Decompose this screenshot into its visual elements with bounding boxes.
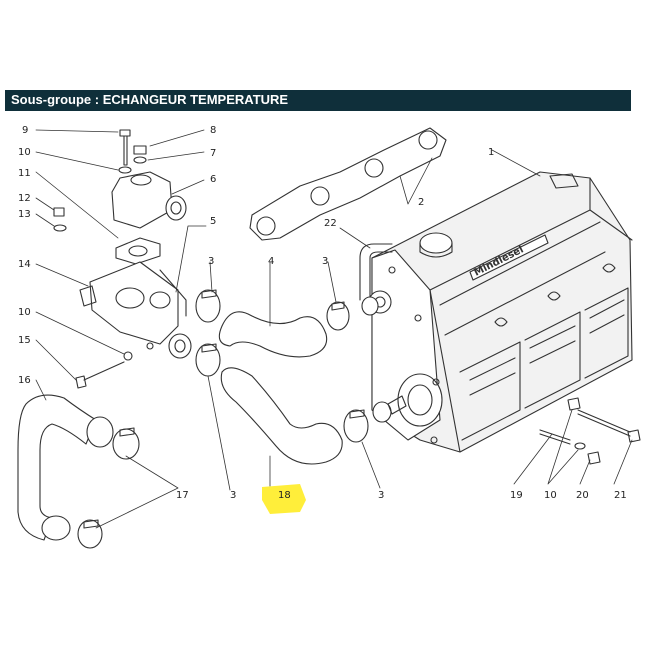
callout-21: 21 bbox=[614, 490, 627, 501]
callout-11: 11 bbox=[18, 168, 31, 179]
callout-2: 2 bbox=[418, 197, 424, 208]
callout-7: 7 bbox=[210, 148, 216, 159]
callout-22: 22 bbox=[324, 218, 337, 229]
callout-4: 4 bbox=[268, 256, 274, 267]
hose-16-end-bottom bbox=[41, 515, 71, 541]
callout-10: 10 bbox=[18, 307, 31, 318]
leader-lines bbox=[35, 129, 633, 529]
callout-5: 5 bbox=[210, 216, 216, 227]
outlet-housing-part-14 bbox=[75, 261, 192, 389]
pipe-part-22 bbox=[359, 243, 393, 301]
callout-10: 10 bbox=[544, 490, 557, 501]
callout-18: 18 bbox=[278, 490, 291, 501]
fasteners-19-20-21 bbox=[539, 397, 641, 465]
hose-clamps bbox=[77, 289, 369, 549]
heat-exchanger-body bbox=[368, 171, 633, 453]
callout-14: 14 bbox=[18, 259, 31, 270]
callout-9: 9 bbox=[22, 125, 28, 136]
callout-labels: 9 8 10 7 11 6 12 13 5 2 1 22 14 3 4 3 10… bbox=[18, 125, 627, 501]
highlight-marker bbox=[262, 484, 306, 514]
callout-10: 10 bbox=[18, 147, 31, 158]
callout-19: 19 bbox=[510, 490, 523, 501]
callout-13: 13 bbox=[18, 209, 31, 220]
callout-12: 12 bbox=[18, 193, 31, 204]
callout-1: 1 bbox=[488, 147, 494, 158]
hose-part-18 bbox=[220, 367, 343, 465]
callout-6: 6 bbox=[210, 174, 216, 185]
callout-20: 20 bbox=[576, 490, 589, 501]
hose-part-16 bbox=[17, 394, 97, 541]
callout-3: 3 bbox=[230, 490, 236, 501]
callout-3: 3 bbox=[322, 256, 328, 267]
hose-part-4 bbox=[218, 311, 328, 358]
callout-15: 15 bbox=[18, 335, 31, 346]
callout-8: 8 bbox=[210, 125, 216, 136]
gasket-part-2 bbox=[249, 127, 447, 241]
subgroup-header-bar: Sous-groupe : ECHANGEUR TEMPERATURE bbox=[5, 90, 631, 111]
subgroup-title: Sous-groupe : ECHANGEUR TEMPERATURE bbox=[11, 92, 289, 107]
hose-16-end-top bbox=[86, 416, 114, 448]
callout-17: 17 bbox=[176, 490, 189, 501]
callout-3: 3 bbox=[378, 490, 384, 501]
callout-16: 16 bbox=[18, 375, 31, 386]
callout-3: 3 bbox=[208, 256, 214, 267]
thermostat-housing bbox=[53, 129, 187, 265]
